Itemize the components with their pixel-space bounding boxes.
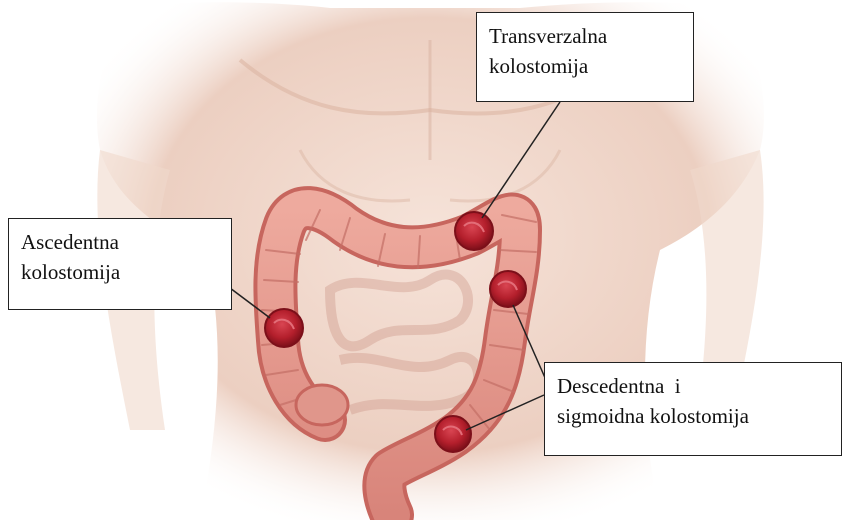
stoma-sigmoid	[435, 416, 471, 452]
label-transverse-line1: Transverzalna	[489, 21, 681, 51]
stoma-ascending	[265, 309, 303, 347]
label-ascending-line2: kolostomija	[21, 257, 219, 287]
cecum	[296, 385, 348, 425]
stoma-descending-upper	[490, 271, 526, 307]
label-descending-sigmoid-colostomy: Descedentna i sigmoidna kolostomija	[544, 362, 842, 456]
label-descending-line2: sigmoidna kolostomija	[557, 401, 829, 431]
label-transverse-colostomy: Transverzalna kolostomija	[476, 12, 694, 102]
label-ascending-colostomy: Ascedentna kolostomija	[8, 218, 232, 310]
stoma-transverse	[455, 212, 493, 250]
label-ascending-line1: Ascedentna	[21, 227, 219, 257]
label-transverse-line2: kolostomija	[489, 51, 681, 81]
label-descending-line1: Descedentna i	[557, 371, 829, 401]
